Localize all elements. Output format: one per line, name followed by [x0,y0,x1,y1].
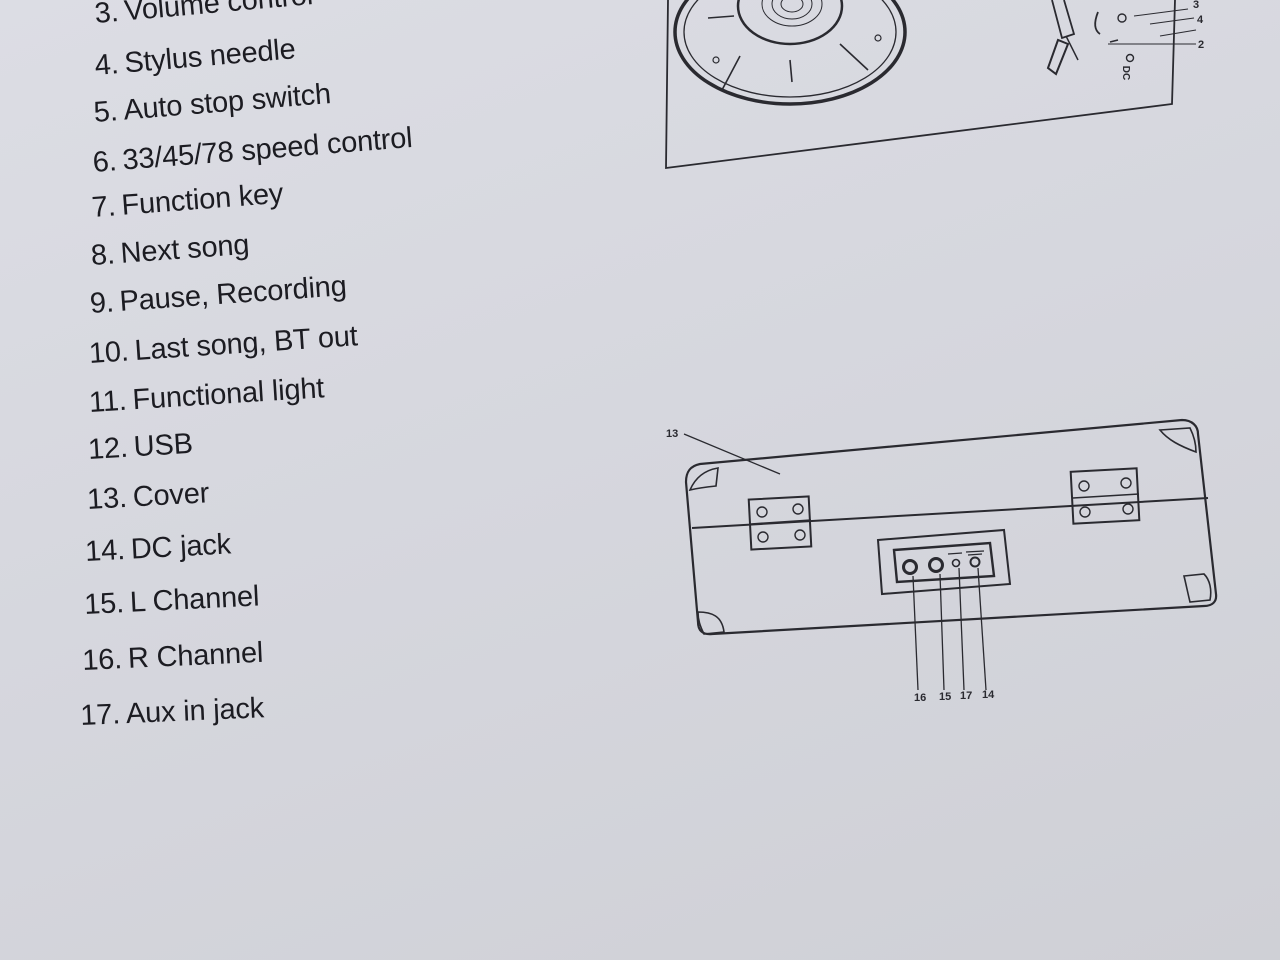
callout-15: 15 [939,691,952,703]
callout-3: 3 [1193,0,1200,11]
callout-14: 14 [982,689,995,701]
callout-16: 16 [914,692,927,704]
callout-17: 17 [960,690,973,702]
dc-label: DC [1120,65,1132,81]
turntable-back-view [683,418,1218,691]
callout-2: 2 [1198,39,1205,51]
turntable-top-view [665,0,1197,170]
callout-4: 4 [1197,14,1204,26]
callout-13: 13 [666,428,679,440]
